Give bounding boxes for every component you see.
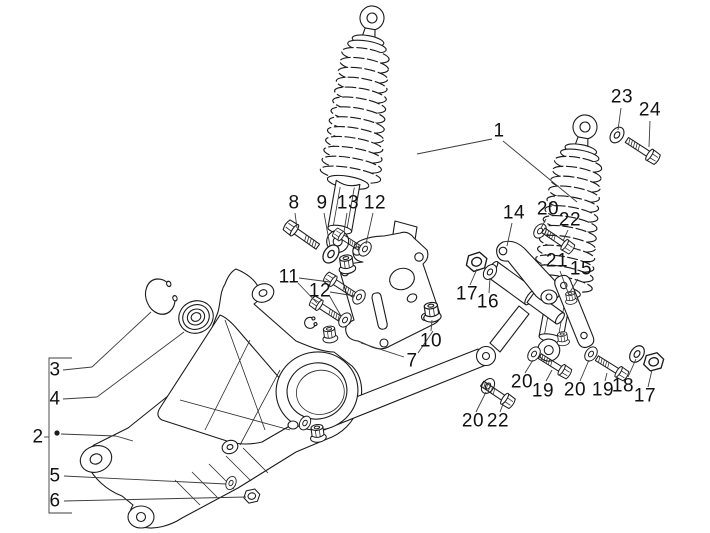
part-label-21: 21 [545,250,569,272]
suspension-linkage [485,240,595,353]
shock-absorber-right [517,110,624,368]
leader-line [475,391,487,413]
part-label-8: 8 [288,192,300,214]
part-label-19: 19 [591,379,615,401]
part-label-12: 12 [308,280,332,302]
leader-line [328,294,342,317]
leader-line [617,107,622,131]
washer-20 [478,375,498,397]
part-label-23: 23 [610,86,634,108]
nut-17 [641,350,667,373]
leader-line [91,311,152,368]
leader-line [524,359,534,374]
leader-line [294,212,298,229]
part-label-7: 7 [406,350,418,372]
leader-line [62,366,93,371]
leader-line [647,369,653,388]
leader-line [343,212,348,233]
leader-line [569,278,579,293]
part-label-20: 20 [461,410,485,432]
leader-line [502,140,578,203]
leader-line [329,291,356,297]
part-label-13: 13 [336,192,360,214]
part-label-4: 4 [49,388,61,410]
part-label-6: 6 [49,490,61,512]
circlip [145,278,178,315]
leader-line [323,212,331,247]
leader-line [488,277,491,294]
part-label-3: 3 [49,359,61,381]
leader-lines-layer [44,107,653,514]
leader-line [297,282,318,304]
part-label-24: 24 [638,99,662,121]
leader-line [430,319,433,332]
shock-absorber-left [306,1,411,259]
clip-washer [302,315,319,331]
part-label-17: 17 [455,283,479,305]
part-label-1: 1 [493,120,505,142]
leader-line [360,342,405,358]
part-label-9: 9 [316,192,328,214]
swingarm-hub-bore [275,351,359,431]
nut-6 [241,487,262,505]
washer-23 [606,123,628,147]
leader-line [63,475,227,485]
leader-line [115,435,134,442]
leader-line [559,270,570,296]
leader-line [63,496,247,502]
flange-nut [320,324,339,345]
part-label-20: 20 [563,379,587,401]
flange-nut [336,253,357,276]
leader-line [416,138,493,155]
part-label-2: 2 [32,426,44,448]
part-label-11: 11 [278,266,300,288]
leader-line [62,396,98,400]
group-bracket-dot [54,430,60,436]
part-label-22: 22 [558,209,582,231]
leader-line [540,218,547,229]
link-plate [554,274,595,349]
flange-nut [555,330,571,347]
leader-line [298,277,331,283]
part-label-20: 20 [510,371,534,393]
part-label-16: 16 [476,291,500,313]
part-label-5: 5 [49,465,61,487]
bolt-8 [281,218,323,253]
leader-line [627,358,637,378]
part-label-10: 10 [419,330,443,352]
part-label-22: 22 [486,410,510,432]
leader-line [469,268,478,286]
leader-line [417,330,434,354]
swingarm [79,268,497,529]
ball-bearing [178,300,214,334]
leader-line [96,331,185,398]
leader-line [365,212,374,245]
leader-line [562,229,569,242]
leader-line [604,372,608,382]
part-label-12: 12 [363,192,387,214]
leader-line [579,359,590,382]
bolt-24 [622,134,663,167]
group-bracket [48,357,72,514]
leader-line [545,369,553,382]
nut-10 [421,300,443,324]
leader-line [506,222,513,247]
part-label-15: 15 [569,258,593,280]
part-label-17: 17 [633,385,657,407]
part-label-14: 14 [502,202,526,224]
leader-line [648,120,651,148]
part-label-19: 19 [531,380,555,402]
leader-line [60,433,117,437]
part-label-18: 18 [611,375,635,397]
leader-line [499,403,504,413]
part-label-20: 20 [536,198,560,220]
